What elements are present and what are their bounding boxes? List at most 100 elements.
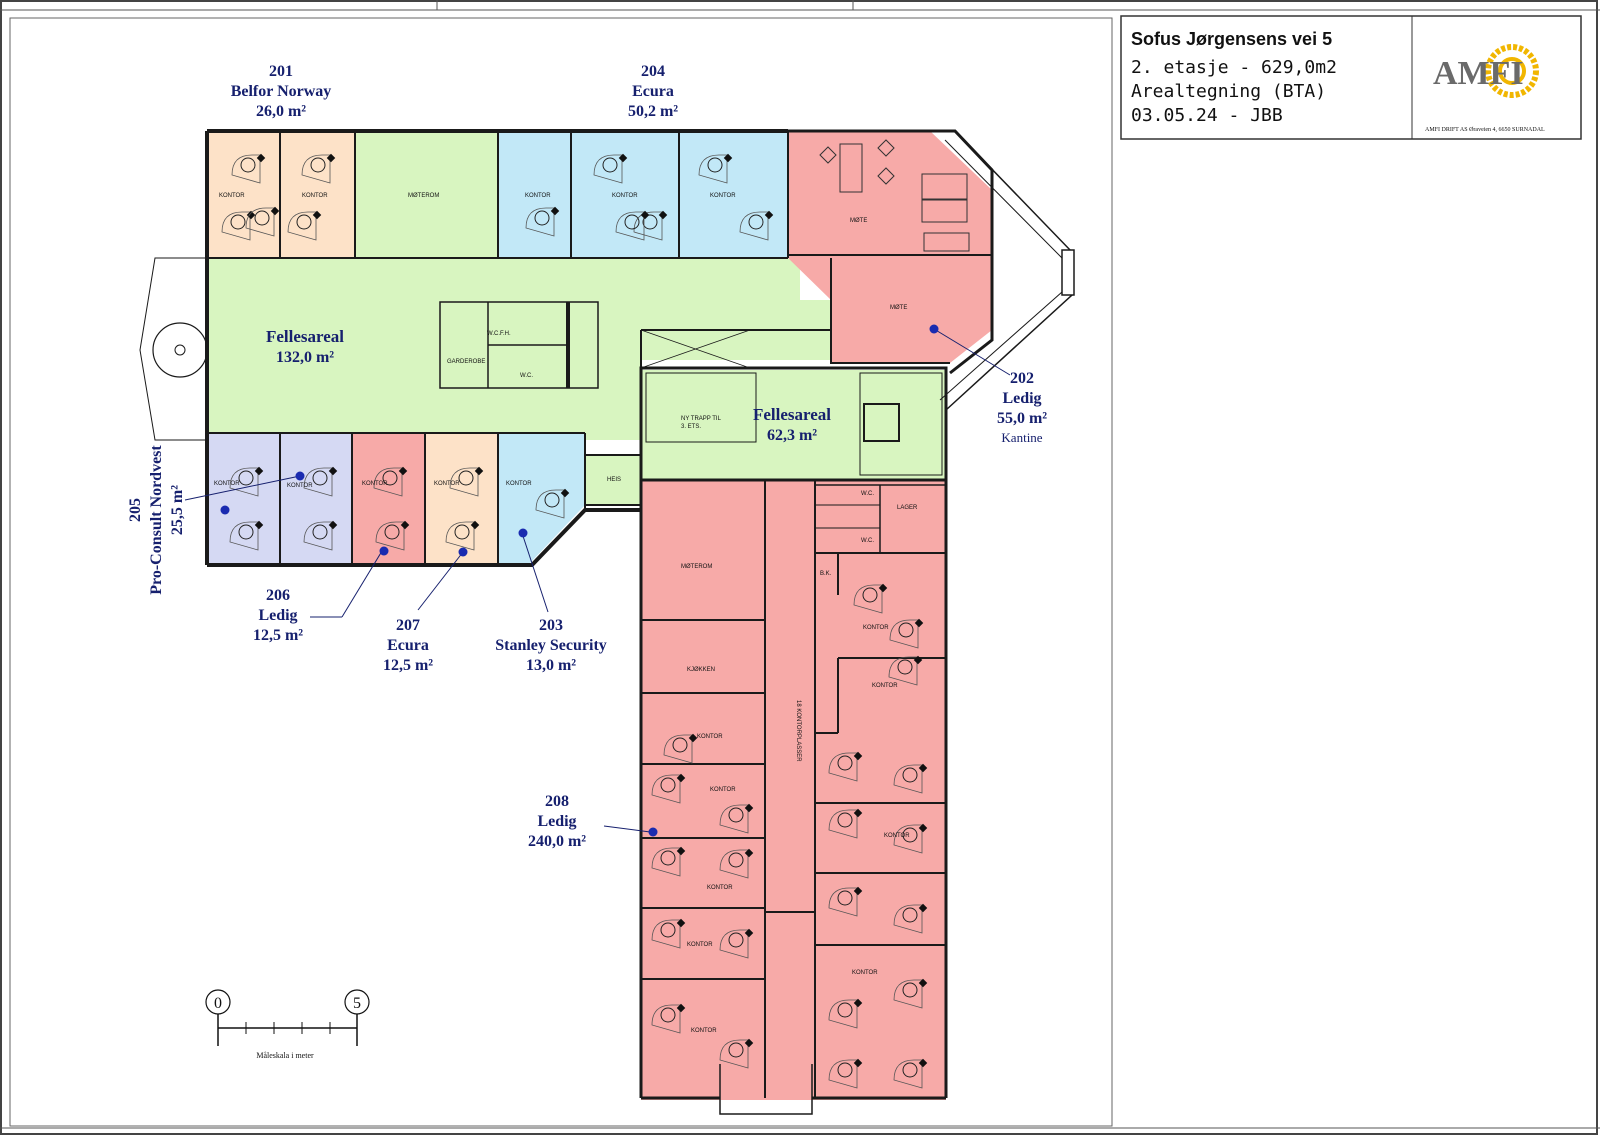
desk-symbol xyxy=(303,467,333,497)
marker-208 xyxy=(648,827,658,837)
unit-labels: 201 Belfor Norway 26,0 m² 204 Ecura 50,2… xyxy=(127,63,1047,850)
unit-206-number: 206 xyxy=(266,587,290,604)
moterom-fill xyxy=(355,131,498,258)
room-label-kontor: KONTOR xyxy=(884,833,910,839)
monitor-symbol xyxy=(853,998,863,1008)
desk-symbol xyxy=(229,467,259,497)
chair-symbol xyxy=(660,922,676,938)
chair-symbol xyxy=(837,1002,853,1018)
room-label-garderobe: GARDEROBE xyxy=(447,359,485,365)
chair-symbol xyxy=(728,932,744,948)
room-label-bk: B.K. xyxy=(820,571,832,577)
desk-symbol xyxy=(719,804,749,834)
chair-symbol xyxy=(312,470,328,486)
monitor-symbol xyxy=(560,488,570,498)
chair-symbol xyxy=(642,214,658,230)
room-label-kontor: KONTOR xyxy=(710,193,736,199)
title-drawing-type: Arealtegning (BTA) xyxy=(1131,81,1326,102)
desk-symbol xyxy=(287,211,317,241)
title-block: Sofus Jørgensens vei 5 2. etasje - 629,0… xyxy=(1120,15,1582,140)
monitor-symbol xyxy=(918,763,928,773)
room-label-kontor: KONTOR xyxy=(214,481,240,487)
desk-symbol xyxy=(651,847,681,877)
common-62-area: 62,3 m² xyxy=(767,427,817,444)
desk-symbol xyxy=(373,467,403,497)
location-markers xyxy=(220,324,939,837)
marker-206 xyxy=(295,471,305,481)
desk-symbol xyxy=(828,887,858,917)
monitor-symbol xyxy=(676,773,686,783)
desk-symbol xyxy=(828,999,858,1029)
chair-symbol xyxy=(384,524,400,540)
monitor-symbol xyxy=(676,846,686,856)
desk-symbol xyxy=(719,849,749,879)
unit-203-area: 13,0 m² xyxy=(526,657,576,674)
room-fills xyxy=(207,131,992,1100)
unit-202-tenant: Ledig xyxy=(1002,390,1041,407)
monitor-symbol xyxy=(853,1058,863,1068)
monitor-symbol xyxy=(254,466,264,476)
room-label-kontor: KONTOR xyxy=(219,193,245,199)
monitor-symbol xyxy=(853,886,863,896)
unit-207-area: 12,5 m² xyxy=(383,657,433,674)
room-label-lager: LAGER xyxy=(897,505,918,511)
desk-symbol xyxy=(663,734,693,764)
unit-204-area: 50,2 m² xyxy=(628,103,678,120)
monitor-symbol xyxy=(474,466,484,476)
chair-symbol xyxy=(902,1062,918,1078)
common-132-area: 132,0 m² xyxy=(276,349,334,366)
chair-symbol xyxy=(902,827,918,843)
desk-symbol xyxy=(698,154,728,184)
room-label-kontor: KONTOR xyxy=(852,970,878,976)
chair-symbol xyxy=(748,214,764,230)
chair-symbol xyxy=(310,157,326,173)
monitor-symbol xyxy=(918,978,928,988)
unit-206-area: 12,5 m² xyxy=(253,627,303,644)
chair-symbol xyxy=(837,1062,853,1078)
desk-symbol xyxy=(231,154,261,184)
common-62-name: Fellesareal xyxy=(753,405,831,424)
marker-205 xyxy=(220,505,230,515)
room-label-wc: W.C. xyxy=(520,373,533,379)
chair-symbol xyxy=(862,587,878,603)
desk-symbol xyxy=(828,809,858,839)
room-label-kontor: KONTOR xyxy=(434,481,460,487)
monitor-symbol xyxy=(312,210,322,220)
unit-201-area: 26,0 m² xyxy=(256,103,306,120)
chair-symbol xyxy=(837,890,853,906)
unit-204-tenant: Ecura xyxy=(632,83,674,100)
scale-caption: Måleskala i meter xyxy=(256,1051,314,1060)
monitor-symbol xyxy=(400,520,410,530)
monitor-symbol xyxy=(918,903,928,913)
desk-symbol xyxy=(893,979,923,1009)
monitor-symbol xyxy=(254,520,264,530)
room-label-kontor: KONTOR xyxy=(697,734,723,740)
chair-symbol xyxy=(312,524,328,540)
desk-symbols xyxy=(221,153,928,1089)
logo-text: AMFI xyxy=(1433,55,1524,92)
monitor-symbol xyxy=(918,823,928,833)
room-label-kontor: KONTOR xyxy=(863,625,889,631)
monitor-symbol xyxy=(328,466,338,476)
small-room-labels: KONTOR KONTOR MØTEROM KONTOR KONTOR KONT… xyxy=(214,193,918,1034)
room-label-kontor: KONTOR xyxy=(525,193,551,199)
title-date-author: 03.05.24 - JBB xyxy=(1131,105,1283,126)
unit-202-number: 202 xyxy=(1010,370,1034,387)
desk-symbol xyxy=(893,1059,923,1089)
amfi-logo: AMFI xyxy=(1433,44,1539,98)
scale-bar: 0 5 Måleskala i meter xyxy=(205,989,370,1060)
desk-symbol xyxy=(828,1059,858,1089)
monitor-symbol xyxy=(744,803,754,813)
chair-symbol xyxy=(837,812,853,828)
desk-symbol xyxy=(893,824,923,854)
room-label-mote: MØTE xyxy=(850,218,867,224)
chair-symbol xyxy=(707,157,723,173)
monitor-symbol xyxy=(853,751,863,761)
monitor-symbol xyxy=(744,848,754,858)
desk-symbol xyxy=(375,521,405,551)
monitor-symbol xyxy=(398,466,408,476)
desk-symbol xyxy=(893,904,923,934)
unit-205-number: 205 xyxy=(127,498,144,522)
